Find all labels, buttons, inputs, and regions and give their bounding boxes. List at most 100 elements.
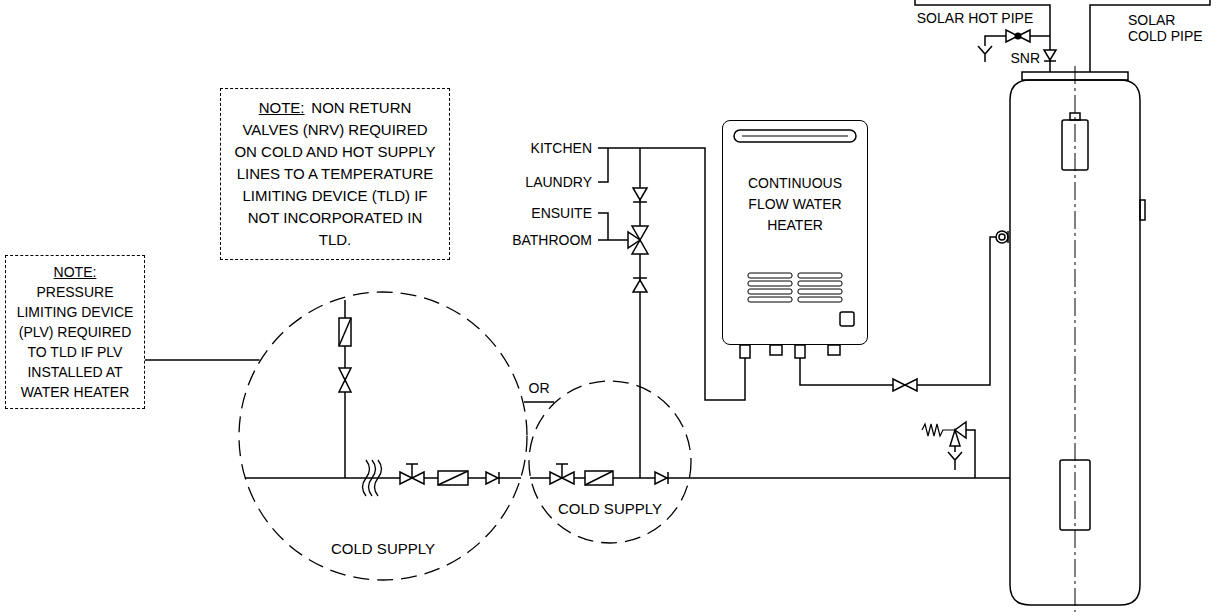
fixture-label: ENSUITE	[531, 205, 592, 221]
relief-valve	[922, 422, 975, 478]
stop-valve	[406, 464, 418, 478]
heater-label: CONTINUOUS FLOW WATER HEATER	[748, 173, 842, 236]
drain-symbol	[978, 46, 992, 62]
fixture-label: LAUNDRY	[525, 174, 592, 190]
hot-outlet-fitting	[999, 234, 1005, 240]
dashed-circle	[529, 381, 691, 543]
check-valve	[1044, 60, 1056, 62]
check-valve	[655, 472, 668, 484]
gate-valve	[339, 368, 351, 392]
pressure-limiting-valve	[585, 471, 613, 485]
dashed-circle	[528, 380, 692, 544]
flexible-hose	[375, 460, 382, 496]
pressure-limiting-valve	[339, 318, 351, 346]
check-valve	[633, 201, 647, 203]
note-heading: NOTE:	[259, 99, 305, 116]
note-box: NOTE:NON RETURN VALVES (NRV) REQUIRED ON…	[220, 88, 450, 260]
check-valve	[486, 472, 499, 484]
hot-pipes	[598, 148, 608, 182]
leader-line	[524, 401, 554, 403]
ball-valve	[1006, 30, 1030, 42]
relief-valve	[922, 424, 955, 436]
check-valve	[633, 277, 647, 279]
pipe-label: SOLAR HOT PIPE	[917, 10, 1033, 26]
detail-circle: COLD SUPPLY	[528, 380, 692, 544]
dashed-circle	[239, 292, 527, 580]
hot-pipes	[598, 213, 608, 240]
gate-valve	[893, 379, 917, 391]
heater-details	[734, 130, 856, 142]
note-box: NOTE:PRESSURE LIMITING DEVICE (PLV) REQU…	[5, 255, 145, 409]
storage-tank	[1070, 113, 1080, 120]
check-valve	[633, 280, 647, 292]
pressure-limiting-valve	[585, 471, 613, 485]
pressure-limiting-valve	[585, 471, 613, 485]
relief-valve	[950, 430, 960, 446]
check-valve	[667, 472, 669, 484]
relief-valve	[948, 446, 962, 470]
fixture-label: BATHROOM	[512, 232, 592, 248]
heater-details	[770, 345, 782, 355]
heater-details	[734, 130, 856, 358]
edge-label: OR	[527, 380, 552, 396]
note-body: NON RETURN VALVES (NRV) REQUIRED ON COLD…	[234, 99, 435, 248]
note-heading: NOTE:	[11, 262, 139, 282]
hot-outlet-fitting	[996, 231, 1008, 243]
check-valve	[633, 188, 647, 200]
check-valve	[1044, 50, 1056, 60]
storage-tank	[1060, 460, 1090, 530]
drain-symbol	[978, 46, 992, 62]
pipe-label: SNR	[1010, 50, 1040, 66]
gate-valve	[893, 379, 917, 391]
solar-pipes	[915, 0, 1050, 72]
pressure-limiting-valve	[438, 471, 468, 485]
pressure-limiting-valve	[438, 471, 468, 485]
leader-line	[145, 359, 260, 361]
heater-details	[795, 345, 805, 358]
note-body: PRESSURE LIMITING DEVICE (PLV) REQUIRED …	[11, 282, 139, 402]
cold-pipes	[245, 300, 1010, 478]
continuous-flow-heater: CONTINUOUS FLOW WATER HEATER	[722, 120, 868, 345]
pipe-label: SOLAR COLD PIPE	[1128, 12, 1212, 44]
hot-pipes	[800, 237, 996, 385]
heater-details	[840, 312, 854, 326]
heater-details	[828, 345, 840, 355]
gate-valve	[339, 368, 351, 392]
circle-label: COLD SUPPLY	[528, 500, 692, 518]
relief-valve	[966, 430, 975, 478]
flexible-hose	[363, 460, 382, 496]
stop-valve	[556, 464, 568, 478]
hot-pipes	[598, 239, 628, 241]
hot-outlet-fitting	[996, 231, 1008, 243]
check-valve	[633, 278, 647, 292]
hot-outlet-fitting	[1007, 231, 1009, 243]
stop-valve	[550, 464, 574, 484]
check-valve	[1044, 50, 1056, 61]
check-valve	[486, 472, 498, 484]
pressure-limiting-valve	[339, 318, 351, 346]
pressure-limiting-valve	[438, 471, 468, 485]
check-valve	[655, 472, 667, 484]
pressure-limiting-valve	[339, 318, 351, 346]
ball-valve	[1006, 30, 1030, 42]
check-valve	[498, 472, 500, 484]
temperature-limiting-device	[628, 226, 648, 254]
ball-valve	[1015, 33, 1021, 39]
temperature-limiting-device	[628, 232, 640, 248]
fixture-label: KITCHEN	[531, 140, 592, 156]
cold-pipes	[245, 477, 521, 479]
hot-pipes	[598, 148, 996, 400]
heater-details	[746, 272, 846, 304]
heater-details	[740, 345, 750, 358]
heater-details	[742, 136, 848, 137]
circle-label: COLD SUPPLY	[238, 540, 528, 558]
check-valve	[633, 188, 647, 202]
storage-tank	[1062, 120, 1088, 170]
storage-tank	[1010, 66, 1145, 612]
storage-tank	[1140, 200, 1145, 220]
detail-circle: COLD SUPPLY	[238, 291, 528, 581]
